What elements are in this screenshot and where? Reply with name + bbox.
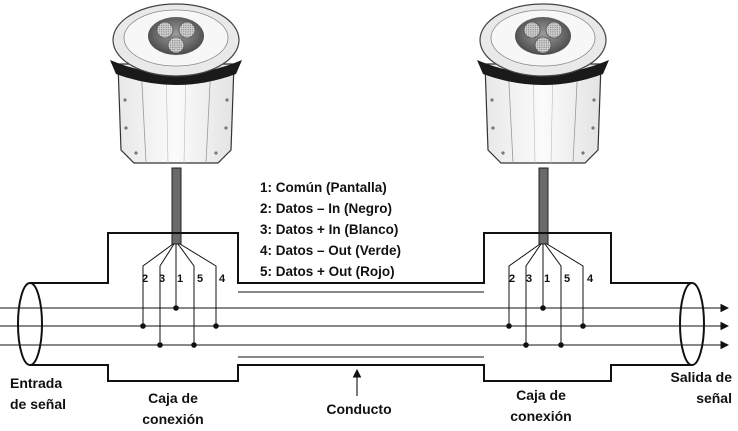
legend-item: 1: Común (Pantalla) (260, 180, 387, 195)
pin-number: 4 (587, 273, 594, 285)
conduit-outline (17, 232, 705, 382)
pin-number: 1 (177, 273, 183, 285)
pin-number: 1 (544, 273, 550, 285)
junction-wiring-left (142, 243, 217, 345)
legend-item: 2: Datos – In (Negro) (260, 201, 392, 216)
pin-number: 2 (142, 273, 148, 285)
legend-item: 3: Datos + In (Blanco) (260, 222, 398, 237)
wire-legend: 1: Común (Pantalla) 2: Datos – In (Negro… (260, 180, 401, 279)
light-fixture-icon (110, 3, 242, 164)
junction-box-label-right: Caja de (516, 387, 566, 403)
light-fixture-icon (477, 3, 609, 164)
pin-labels-right: 2 3 1 5 4 (509, 273, 594, 285)
legend-item: 5: Datos + Out (Rojo) (260, 264, 395, 279)
input-label: Entrada (10, 375, 62, 391)
junction-wiring-right (508, 243, 584, 345)
input-label: de señal (10, 396, 66, 412)
junction-box-label-right: conexión (510, 408, 571, 424)
pin-number: 4 (219, 273, 226, 285)
output-label: Salida de (671, 369, 733, 385)
pin-number: 2 (509, 273, 515, 285)
pin-number: 3 (526, 273, 532, 285)
output-label: señal (696, 390, 732, 406)
pin-labels-left: 2 3 1 5 4 (142, 273, 226, 285)
pin-number: 5 (197, 273, 203, 285)
pin-number: 5 (564, 273, 570, 285)
signal-wires (0, 303, 730, 350)
legend-item: 4: Datos – Out (Verde) (260, 243, 401, 258)
junction-box-label-left: Caja de (148, 390, 198, 406)
conduit-label: Conducto (326, 401, 391, 417)
pin-number: 3 (159, 273, 165, 285)
junction-box-label-left: conexión (142, 411, 203, 427)
